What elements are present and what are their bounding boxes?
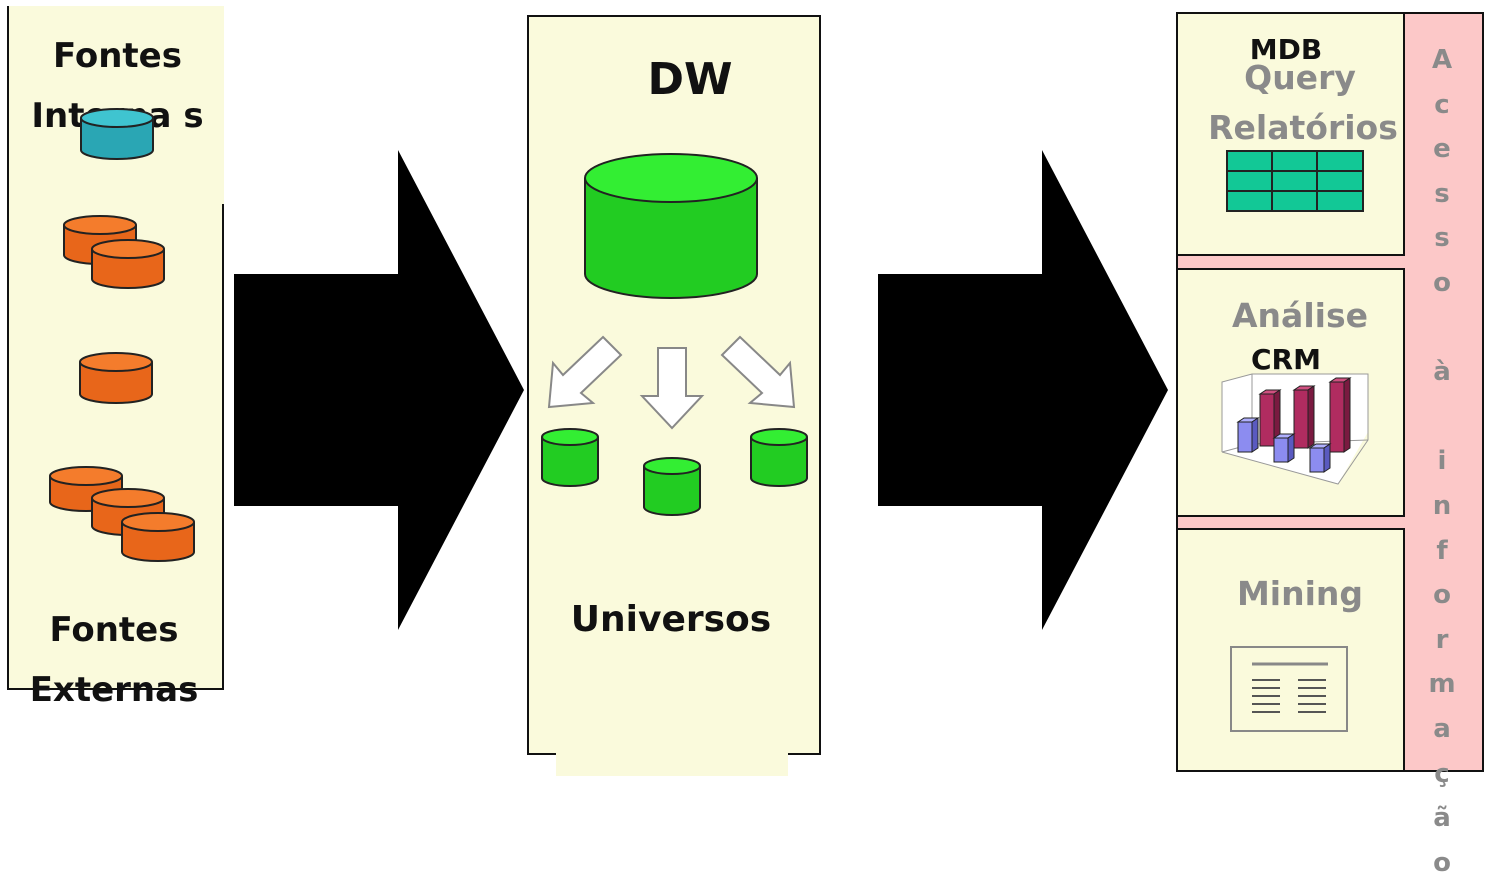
access-information-label: A c e s s o à i n f o r m a ç ã o (1428, 45, 1456, 878)
analysis-label: Análise (1232, 296, 1368, 335)
universes-label: Universos (570, 599, 772, 640)
document-icon (1230, 646, 1348, 732)
dw-panel-extension (556, 740, 788, 776)
universe-database-icon (541, 428, 599, 487)
internal-database-icon (80, 108, 154, 160)
external-database-icon (63, 215, 165, 289)
reports-label: Relatórios (1208, 108, 1398, 147)
dw-database-icon (584, 153, 758, 299)
crm-label: CRM (1251, 343, 1321, 376)
universe-database-icon (750, 428, 808, 487)
mdb-label: MDB (1249, 33, 1323, 66)
bar-chart-icon (1221, 373, 1369, 485)
big-arrow-right-icon (234, 150, 524, 630)
table-icon (1226, 150, 1364, 212)
external-database-icon (79, 352, 153, 404)
hollow-arrow-icon (547, 335, 623, 409)
universe-database-icon (643, 457, 701, 516)
big-arrow-right-icon (878, 150, 1168, 630)
hollow-arrow-icon (720, 335, 796, 409)
external-database-icon (49, 466, 195, 562)
external-sources-label: Fontes Externas (29, 610, 199, 710)
mining-label: Mining (1236, 574, 1364, 613)
internal-sources-panel (7, 6, 224, 204)
hollow-arrow-icon (639, 347, 705, 430)
query-label: Query (1244, 58, 1356, 97)
query-reports-box (1176, 12, 1405, 256)
dw-title: DW (647, 54, 733, 105)
